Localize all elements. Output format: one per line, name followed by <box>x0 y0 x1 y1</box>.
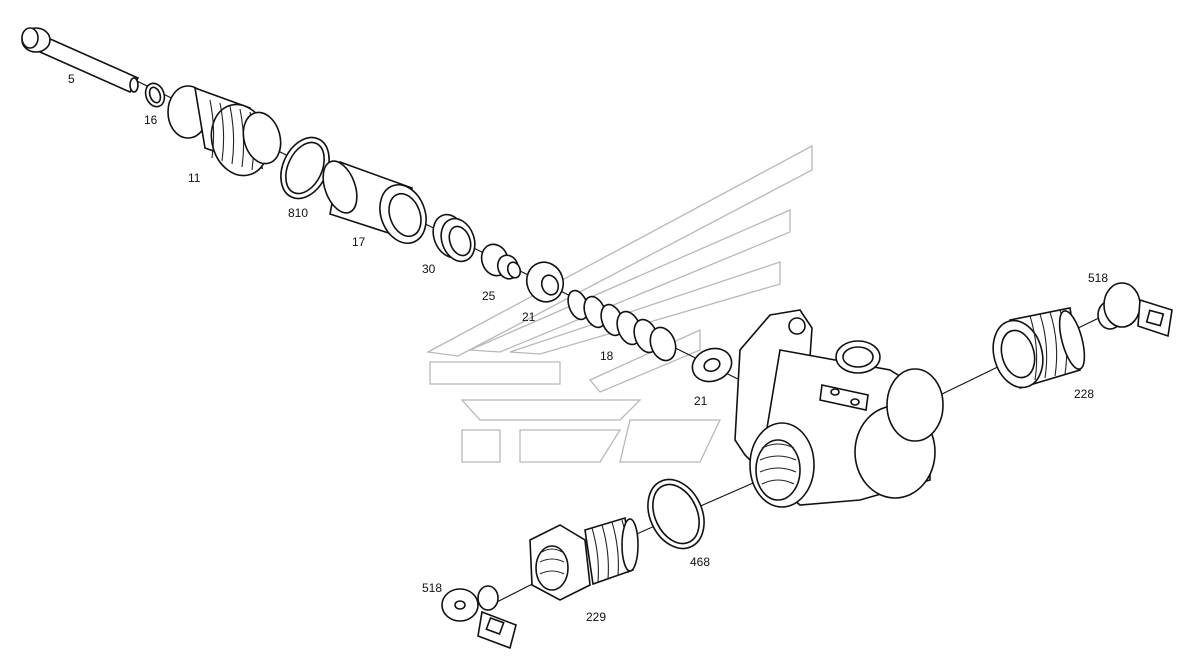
part-810-o-ring <box>280 136 330 200</box>
part-label-11: 11 <box>188 171 201 185</box>
part-16-ring <box>144 82 166 108</box>
part-228-fitting <box>992 307 1086 390</box>
part-18-spring <box>567 289 677 362</box>
part-label-468: 468 <box>690 555 711 569</box>
part-17-sleeve <box>322 160 427 244</box>
part-label-25: 25 <box>482 289 496 303</box>
part-label-5: 5 <box>68 72 75 86</box>
part-21-washer-b <box>691 347 733 383</box>
part-518-tab-washer-left <box>441 585 517 650</box>
part-25-plunger <box>480 243 522 280</box>
part-468-o-ring <box>647 478 705 550</box>
part-label-17: 17 <box>352 235 366 249</box>
part-518-tab-washer-right <box>1097 282 1173 338</box>
part-label-30: 30 <box>422 262 436 276</box>
part-label-518-left: 518 <box>422 581 443 595</box>
part-5-pin <box>21 27 140 94</box>
part-229-hex-fitting <box>529 516 639 601</box>
part-label-229: 229 <box>586 610 607 624</box>
part-label-18: 18 <box>600 349 614 363</box>
part-label-16: 16 <box>144 113 158 127</box>
part-label-228: 228 <box>1074 387 1095 401</box>
part-label-21-a: 21 <box>522 310 536 324</box>
part-label-21-b: 21 <box>694 394 708 408</box>
part-21-washer-a <box>525 261 565 303</box>
part-11-threaded-plug <box>167 85 282 177</box>
part-label-810: 810 <box>288 206 309 220</box>
part-30-seal <box>432 213 476 263</box>
part-label-518-right: 518 <box>1088 271 1109 285</box>
main-valve-housing <box>734 309 944 508</box>
watermark-logo <box>425 144 813 463</box>
